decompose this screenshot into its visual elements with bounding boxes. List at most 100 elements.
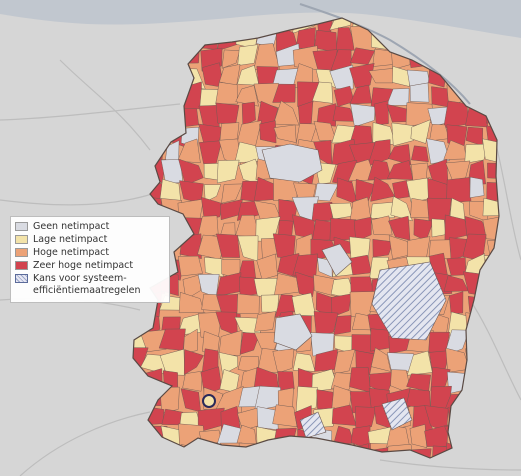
legend-label-geen: Geen netimpact bbox=[33, 221, 110, 232]
legend-item-lage: Lage netimpact bbox=[15, 234, 165, 246]
district-cell bbox=[392, 180, 410, 200]
district-cell bbox=[177, 138, 201, 164]
district-cell bbox=[371, 215, 393, 236]
district-cell bbox=[370, 201, 395, 219]
district-cell bbox=[272, 83, 296, 103]
district-cell bbox=[390, 195, 413, 222]
district-cell bbox=[311, 81, 334, 104]
hatched-zone-2 bbox=[381, 397, 413, 431]
district-cell bbox=[313, 311, 339, 337]
district-cell bbox=[410, 119, 431, 144]
district-cell bbox=[277, 371, 295, 394]
urban-area-east bbox=[321, 243, 353, 277]
district-cell bbox=[329, 64, 354, 90]
district-cell bbox=[431, 218, 446, 238]
district-cell bbox=[391, 122, 414, 147]
district-cell bbox=[218, 352, 238, 375]
district-cell bbox=[446, 177, 472, 204]
district-cell bbox=[178, 291, 205, 314]
district-cell bbox=[350, 103, 376, 128]
legend-label-hoge: Hoge netimpact bbox=[33, 247, 110, 258]
district-cell bbox=[370, 347, 392, 372]
district-cell bbox=[203, 184, 222, 203]
district-cell bbox=[349, 63, 375, 88]
district-cell bbox=[254, 311, 277, 332]
district-cell bbox=[333, 349, 356, 375]
district-cell bbox=[333, 315, 352, 336]
district-cell bbox=[272, 404, 298, 428]
district-cell bbox=[409, 424, 428, 448]
district-cell bbox=[239, 332, 261, 355]
district-cell bbox=[221, 49, 241, 69]
water-body bbox=[0, 0, 521, 38]
district-cell bbox=[235, 85, 259, 107]
district-cell bbox=[449, 291, 464, 314]
district-cell bbox=[177, 255, 203, 277]
waterway bbox=[299, 3, 471, 105]
district-cell bbox=[295, 386, 319, 412]
district-cell bbox=[311, 201, 333, 222]
region-outline bbox=[132, 17, 500, 459]
district-cell bbox=[297, 100, 314, 126]
district-cell bbox=[236, 120, 262, 146]
district-cell bbox=[182, 370, 203, 392]
district-cell bbox=[256, 253, 278, 280]
hatched-zone-1 bbox=[371, 261, 447, 341]
district-cell bbox=[221, 183, 243, 204]
district-cell bbox=[469, 176, 485, 198]
district-cell bbox=[215, 102, 240, 125]
district-cell bbox=[216, 159, 240, 184]
district-cell bbox=[387, 144, 412, 166]
map-legend: Geen netimpact Lage netimpact Hoge netim… bbox=[10, 216, 170, 303]
legend-item-zeer-hoge: Zeer hoge netimpact bbox=[15, 260, 165, 272]
legend-swatch-kans bbox=[15, 274, 28, 283]
district-cell bbox=[373, 100, 389, 126]
district-cell bbox=[464, 143, 489, 164]
legend-swatch-geen bbox=[15, 222, 28, 231]
district-cell bbox=[367, 159, 392, 181]
district-cell bbox=[237, 44, 259, 66]
district-cell bbox=[178, 158, 204, 186]
legend-label-kans: Kans voor systeem- efficiëntiemaatregele… bbox=[33, 273, 141, 296]
district-cell bbox=[182, 273, 202, 300]
legend-swatch-hoge bbox=[15, 248, 28, 257]
district-cell bbox=[201, 196, 224, 220]
district-cell bbox=[409, 82, 430, 103]
district-cell bbox=[241, 101, 256, 127]
district-cell bbox=[183, 349, 204, 376]
district-cell bbox=[236, 293, 260, 314]
district-cell bbox=[430, 366, 451, 392]
legend-label-lage: Lage netimpact bbox=[33, 234, 108, 245]
district-cell bbox=[372, 239, 394, 258]
urban-area-groningen bbox=[261, 143, 323, 183]
legend-item-geen: Geen netimpact bbox=[15, 221, 165, 233]
district-cell bbox=[349, 254, 372, 276]
district-cell bbox=[426, 138, 450, 165]
district-cell bbox=[291, 292, 316, 317]
district-cell bbox=[183, 328, 198, 354]
district-cell bbox=[295, 271, 316, 298]
district-cell bbox=[216, 233, 240, 258]
district-cell bbox=[218, 329, 243, 356]
district-cell bbox=[329, 18, 352, 31]
legend-swatch-zeer-hoge bbox=[15, 261, 28, 270]
district-cell bbox=[406, 388, 431, 409]
legend-item-kans: Kans voor systeem- efficiëntiemaatregele… bbox=[15, 273, 165, 297]
district-cell bbox=[272, 348, 295, 374]
district-cell bbox=[331, 293, 352, 318]
district-cell bbox=[273, 100, 300, 126]
legend-swatch-lage bbox=[15, 235, 28, 244]
hatched-zone-3 bbox=[299, 411, 327, 439]
district-cell bbox=[259, 120, 277, 144]
district-cell bbox=[316, 103, 337, 127]
district-cell bbox=[159, 348, 186, 376]
district-cell bbox=[368, 67, 396, 84]
district-cell bbox=[313, 183, 339, 202]
legend-label-zeer-hoge: Zeer hoge netimpact bbox=[33, 260, 134, 271]
urban-area-south bbox=[273, 313, 313, 351]
district-cell bbox=[411, 145, 429, 163]
town-marker bbox=[202, 394, 216, 408]
district-cell bbox=[353, 216, 372, 242]
